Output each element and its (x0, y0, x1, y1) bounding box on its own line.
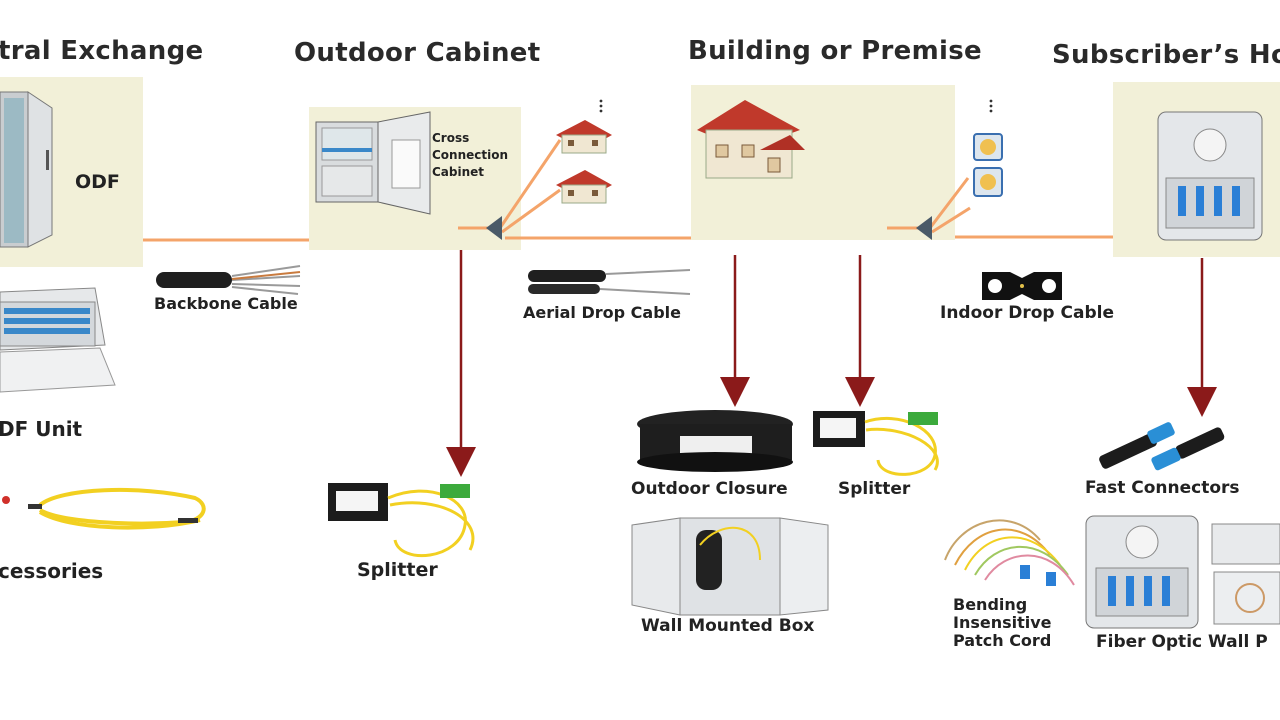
splitter-node-icon (486, 216, 932, 240)
label-accessories: cessories (0, 559, 104, 583)
closure-icon (637, 410, 793, 472)
label-backbone-cable: Backbone Cable (154, 294, 298, 313)
patch-cord-icon (944, 519, 1075, 586)
fiber-main-line (143, 139, 1113, 242)
label-line: Cabinet (432, 165, 485, 179)
header-central-exchange: tral Exchange (0, 36, 204, 66)
house-icon (556, 170, 612, 204)
ont-icon (973, 133, 1003, 197)
termination-box-icon (1085, 515, 1199, 629)
label-aerial-drop-cable: Aerial Drop Cable (523, 303, 681, 322)
label-fiber-optic-wall: Fiber Optic Wall P (1096, 632, 1268, 652)
label-line: Bending (953, 595, 1028, 614)
label-outdoor-closure: Outdoor Closure (631, 479, 788, 499)
fast-connector-icon (1099, 422, 1225, 471)
label-wall-mounted-box: Wall Mounted Box (641, 616, 815, 636)
label-cross-connection-cabinet: Cross Connection Cabinet (432, 130, 508, 181)
label-odf: ODF (75, 171, 120, 193)
wall-box-icon (631, 517, 829, 616)
patch-cable-icon (2, 487, 206, 530)
down-arrows (446, 250, 1217, 477)
ellipsis-dots-icon (599, 99, 993, 113)
backbone-cable-icon (156, 265, 301, 295)
header-outdoor-cabinet: Outdoor Cabinet (294, 38, 541, 68)
label-line: Cross (432, 131, 470, 145)
label-line: Insensitive (953, 613, 1052, 632)
label-line: Patch Cord (953, 631, 1052, 650)
house-icon (697, 100, 805, 179)
cabinet-icon (315, 111, 431, 215)
header-subscriber: Subscriber’s Ho (1052, 40, 1280, 70)
splitter-icon (813, 411, 939, 476)
splitter-icon (328, 483, 475, 558)
label-line: Connection (432, 148, 509, 162)
label-fast-connectors: Fast Connectors (1085, 478, 1240, 498)
drop-cable-icon (982, 272, 1062, 300)
label-splitter-cabinet: Splitter (357, 559, 438, 581)
label-odf-unit: DF Unit (0, 417, 83, 441)
label-splitter-building: Splitter (838, 479, 911, 499)
termination-box-icon (1157, 111, 1263, 241)
house-icon (556, 120, 612, 154)
odf-rack-icon (0, 91, 53, 248)
wall-plate-icon (1211, 523, 1280, 625)
label-bending-patch-cord: Bending Insensitive Patch Cord (953, 596, 1052, 650)
drop-cable-icon (528, 269, 691, 295)
odf-unit-icon (0, 287, 116, 393)
label-indoor-drop-cable: Indoor Drop Cable (940, 303, 1114, 323)
header-building: Building or Premise (688, 36, 982, 66)
